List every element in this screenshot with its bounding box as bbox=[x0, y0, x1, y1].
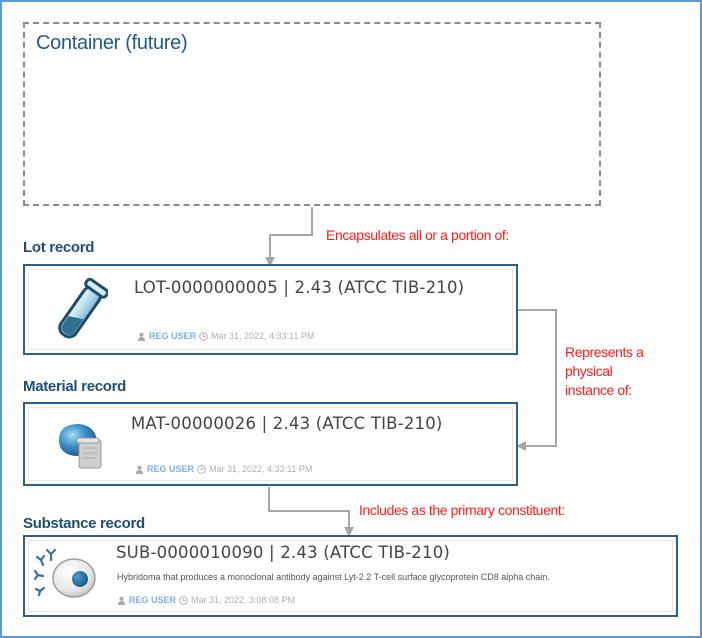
card-inner bbox=[28, 269, 513, 350]
card-inner bbox=[28, 407, 513, 481]
container-title: Container (future) bbox=[36, 32, 188, 54]
created-by-user-link[interactable]: REG USER bbox=[129, 595, 177, 605]
lot-record-title[interactable]: LOT-0000000005 | 2.43 (ATCC TIB-210) bbox=[134, 278, 465, 297]
user-icon bbox=[117, 596, 126, 605]
relationship-label-line: instance of: bbox=[565, 382, 632, 398]
substance-record-meta: REG USER Mar 31, 2022, 3:08:08 PM bbox=[117, 595, 295, 605]
created-timestamp: Mar 31, 2022, 3:08:08 PM bbox=[191, 595, 296, 605]
clock-icon bbox=[199, 331, 208, 341]
lot-record-meta: REG USER Mar 31, 2022, 4:33:11 PM bbox=[137, 331, 314, 341]
material-record-meta: REG USER Mar 31, 2022, 4:33:11 PM bbox=[135, 464, 312, 474]
section-label-material: Material record bbox=[23, 378, 127, 395]
container-placeholder-box: Container (future) bbox=[23, 22, 601, 206]
test-tube-icon bbox=[58, 277, 108, 339]
lot-record-card[interactable]: LOT-0000000005 | 2.43 (ATCC TIB-210) REG… bbox=[23, 264, 518, 355]
relationship-label-includes: Includes as the primary constituent: bbox=[359, 502, 565, 518]
section-label-substance: Substance record bbox=[23, 515, 145, 532]
clock-icon bbox=[179, 595, 188, 605]
relationship-label-encapsulates: Encapsulates all or a portion of: bbox=[326, 227, 509, 243]
relationship-label-represents: Represents a physical instance of: bbox=[565, 343, 644, 400]
created-by-user-link[interactable]: REG USER bbox=[147, 464, 195, 474]
substance-record-card[interactable]: SUB-0000010090 | 2.43 (ATCC TIB-210) Hyb… bbox=[23, 535, 678, 617]
user-icon bbox=[137, 332, 146, 341]
section-label-lot: Lot record bbox=[23, 239, 95, 256]
card-inner bbox=[28, 540, 673, 612]
material-container-icon bbox=[59, 424, 102, 469]
cell-antibody-icon bbox=[33, 548, 96, 598]
substance-record-title[interactable]: SUB-0000010090 | 2.43 (ATCC TIB-210) bbox=[116, 543, 451, 562]
substance-description: Hybridoma that produces a monoclonal ant… bbox=[117, 572, 550, 582]
material-record-card[interactable]: MAT-00000026 | 2.43 (ATCC TIB-210) REG U… bbox=[23, 402, 518, 486]
created-timestamp: Mar 31, 2022, 4:33:11 PM bbox=[209, 464, 313, 474]
clock-icon bbox=[197, 464, 206, 474]
material-record-title[interactable]: MAT-00000026 | 2.43 (ATCC TIB-210) bbox=[131, 414, 443, 433]
relationship-label-line: Represents a bbox=[565, 344, 644, 360]
user-icon bbox=[135, 465, 144, 474]
relationship-label-line: physical bbox=[565, 363, 613, 379]
created-by-user-link[interactable]: REG USER bbox=[149, 331, 197, 341]
created-timestamp: Mar 31, 2022, 4:33:11 PM bbox=[211, 331, 315, 341]
